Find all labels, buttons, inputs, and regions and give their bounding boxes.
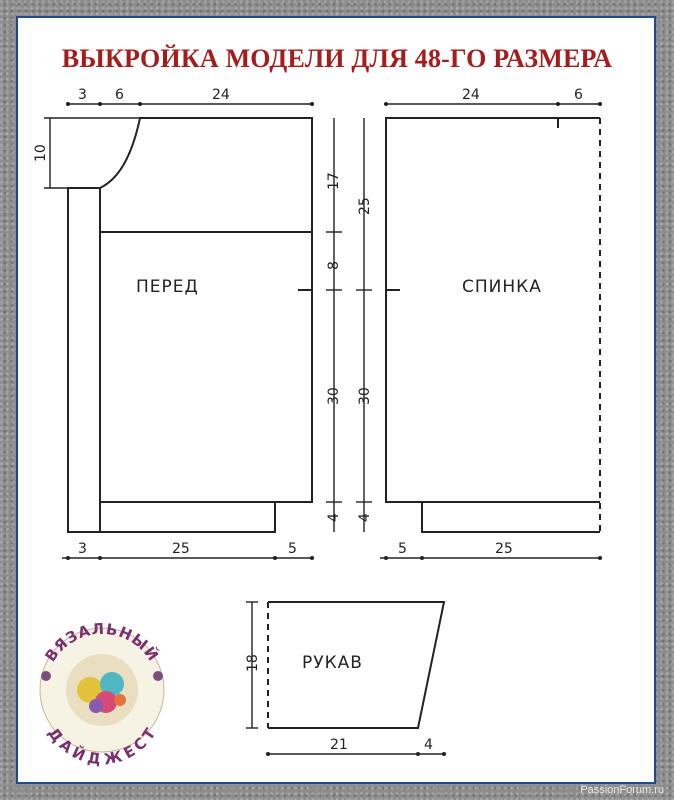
front-top-dim-1: 3 [78,87,87,103]
front-right-dim-2: 8 [326,261,342,270]
front-right-dim-3: 30 [326,387,342,405]
back-left-dim-1: 25 [357,197,373,215]
back-bottom-dimension: 5 25 [380,541,602,560]
sleeve-label: РУКАВ [302,653,363,673]
front-top-dimension: 3 6 24 [66,87,314,106]
back-top-dim-1: 24 [462,87,480,103]
back-piece: СПИНКА [385,117,601,533]
back-top-dimension: 24 6 [384,87,602,106]
front-bottom-dim-1: 3 [78,541,87,557]
sleeve-bottom-dimension: 21 4 [266,737,446,756]
front-bottom-dim-3: 5 [288,541,297,557]
back-left-dim-2: 30 [357,387,373,405]
front-top-dim-3: 24 [212,87,230,103]
front-neck-depth-dimension: 10 [33,117,140,189]
front-top-dim-2: 6 [115,87,124,103]
front-piece: ПЕРЕД [67,117,313,533]
footer-watermark: PassionForum.ru [580,784,664,796]
back-bottom-dim-1: 5 [398,541,407,557]
back-top-dim-2: 6 [574,87,583,103]
front-right-dim-4: 4 [326,513,342,522]
sleeve-piece: РУКАВ [267,601,446,729]
back-left-dim-3: 4 [357,513,373,522]
front-bottom-dimension: 3 25 5 [62,541,314,560]
sleeve-height-dimension: 18 [245,601,261,729]
front-right-dim-1: 17 [326,172,342,190]
page-title: ВЫКРОЙКА МОДЕЛИ ДЛЯ 48-ГО РАЗМЕРА [61,44,613,73]
logo-badge: ВЯЗАЛЬНЫЙ ДАЙДЖЕСТ [39,620,165,769]
front-label: ПЕРЕД [136,277,199,297]
front-bottom-dim-2: 25 [172,541,190,557]
front-neck-dim: 10 [33,144,49,162]
back-bottom-dim-2: 25 [495,541,513,557]
sleeve-bottom-dim-1: 21 [330,737,348,753]
back-left-dimension: 25 30 4 [356,118,373,532]
back-label: СПИНКА [462,277,542,297]
front-right-dimension: 17 8 30 4 [326,118,342,532]
sleeve-height-dim: 18 [245,654,261,672]
sleeve-bottom-dim-2: 4 [424,737,433,753]
